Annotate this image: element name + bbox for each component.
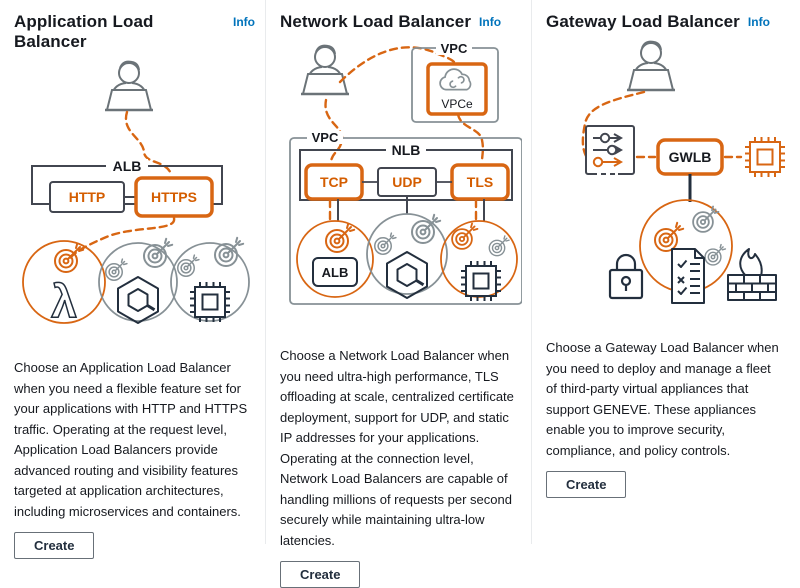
chip-icon	[460, 260, 502, 302]
alb-target-group-circle	[296, 220, 374, 298]
target-icon	[654, 221, 685, 252]
gwlb-description: Choose a Gateway Load Balancer when you …	[546, 340, 779, 458]
https-label: HTTPS	[151, 189, 197, 205]
alb-description: Choose an Application Load Balancer when…	[14, 360, 248, 519]
sliders-icon	[592, 132, 624, 168]
target-icon	[374, 232, 397, 255]
nlb-title: Network Load Balancer	[280, 12, 472, 31]
target-icon	[105, 258, 128, 281]
nlb-header: Network Load Balancer Info	[280, 12, 521, 32]
nlb-group-label: NLB	[392, 142, 421, 158]
container-icon	[385, 250, 429, 300]
alb-target-node	[312, 257, 358, 287]
alb-target-label: ALB	[322, 265, 349, 280]
nlb-diagram: VPC VPCe VPC NLB TCP UDP TLS ALB	[289, 41, 522, 305]
tls-label: TLS	[467, 174, 493, 190]
alb-card: Application Load Balancer Info ALB HTTP …	[0, 0, 266, 560]
vpc-top-label: VPC	[441, 41, 468, 56]
target-icon	[704, 243, 727, 266]
chip-icon	[744, 136, 786, 178]
lock-icon	[608, 253, 644, 300]
alb-info-link[interactable]: Info	[233, 15, 255, 29]
chip-icon	[189, 281, 231, 323]
gwlb-create-button[interactable]: Create	[546, 471, 627, 499]
udp-label: UDP	[392, 174, 422, 190]
alb-create-button[interactable]: Create	[14, 532, 95, 560]
http-node	[49, 181, 125, 213]
gwlb-info-link[interactable]: Info	[747, 15, 770, 29]
checklist-icon	[671, 248, 705, 304]
container-target-group-circle	[98, 242, 178, 322]
container-icon	[116, 275, 160, 325]
target-icon	[488, 235, 510, 257]
traffic-dashed-line	[338, 46, 458, 84]
gwlb-diagram: GWLB	[581, 40, 786, 304]
traffic-dashed-line	[124, 110, 173, 176]
nlb-info-link[interactable]: Info	[479, 15, 502, 29]
traffic-dashed-line	[68, 216, 176, 260]
person-laptop-icon	[103, 60, 155, 112]
vpc-box	[289, 137, 522, 305]
gwlb-title: Gateway Load Balancer	[546, 12, 740, 31]
instance-target-group-circle	[440, 220, 518, 298]
alb-diagram: ALB HTTP HTTPS λ	[22, 60, 250, 328]
tcp-label: TCP	[320, 174, 348, 190]
gwlb-card: Gateway Load Balancer Info GWLB	[532, 0, 798, 544]
firewall-icon	[727, 248, 777, 301]
nlb-card: Network Load Balancer Info VPC VPCe VPC …	[266, 0, 532, 588]
https-node	[134, 176, 214, 218]
target-icon	[143, 237, 174, 268]
instance-target-group-circle	[170, 242, 250, 322]
alb-group-label: ALB	[113, 158, 142, 174]
nlb-create-button[interactable]: Create	[280, 561, 361, 588]
vpce-label: VPCe	[441, 97, 473, 111]
traffic-dashed-line	[324, 98, 344, 164]
person-laptop-icon	[299, 44, 351, 96]
http-label: HTTP	[69, 189, 106, 205]
alb-title: Application Load Balancer	[14, 12, 154, 51]
target-icon	[54, 242, 85, 273]
lambda-target-group-circle	[22, 240, 106, 324]
target-icon	[692, 205, 720, 233]
traffic-dashed-line	[456, 112, 485, 164]
alb-header: Application Load Balancer Info	[14, 12, 255, 52]
target-icon	[177, 254, 200, 277]
vpc-label: VPC	[312, 130, 339, 145]
nlb-description: Choose a Network Load Balancer when you …	[280, 348, 514, 548]
container-target-group-circle	[366, 213, 448, 295]
gwlb-header: Gateway Load Balancer Info	[546, 12, 788, 32]
target-icon	[214, 236, 245, 267]
lambda-icon: λ	[51, 275, 77, 327]
target-icon	[325, 222, 356, 253]
person-laptop-icon	[625, 40, 677, 92]
target-icon	[451, 222, 479, 250]
traffic-dashed-line	[581, 90, 646, 158]
gwlb-group-label: GWLB	[669, 149, 712, 165]
